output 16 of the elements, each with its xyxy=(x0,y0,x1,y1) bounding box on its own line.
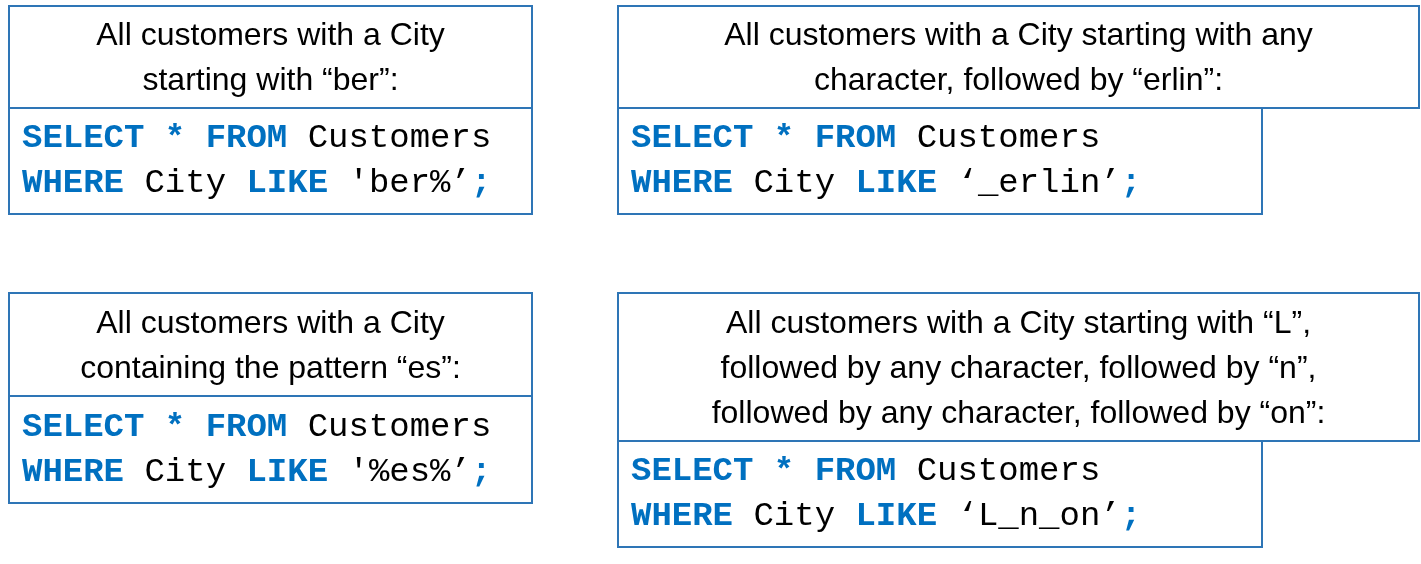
description-panel xyxy=(8,5,533,109)
sql-code: SELECT * FROM Customers WHERE City LIKE ‘_erlin’; xyxy=(631,118,1143,204)
code-panel xyxy=(8,395,533,504)
description-text: All customers with a City starting with any character, followed by “erlin”: xyxy=(723,15,1314,99)
code-panel xyxy=(617,440,1263,548)
description-text: All customers with a City starting with “ber”: xyxy=(95,15,446,99)
sql-code: SELECT * FROM Customers WHERE City LIKE '%es%’; xyxy=(22,406,493,493)
description-panel xyxy=(617,5,1420,109)
description-panel xyxy=(617,292,1420,442)
description-text: All customers with a City containing the pattern “es”: xyxy=(79,302,462,387)
description-panel xyxy=(8,292,533,397)
sql-code: SELECT * FROM Customers WHERE City LIKE 'ber%’; xyxy=(22,118,493,204)
code-panel xyxy=(8,107,533,215)
sql-code: SELECT * FROM Customers WHERE City LIKE ‘L_n_on’; xyxy=(631,451,1143,537)
code-panel xyxy=(617,107,1263,215)
description-text: All customers with a City starting with “L”, followed by any character, followed by “n”, followed by any character, followed by “on”: xyxy=(711,302,1326,432)
